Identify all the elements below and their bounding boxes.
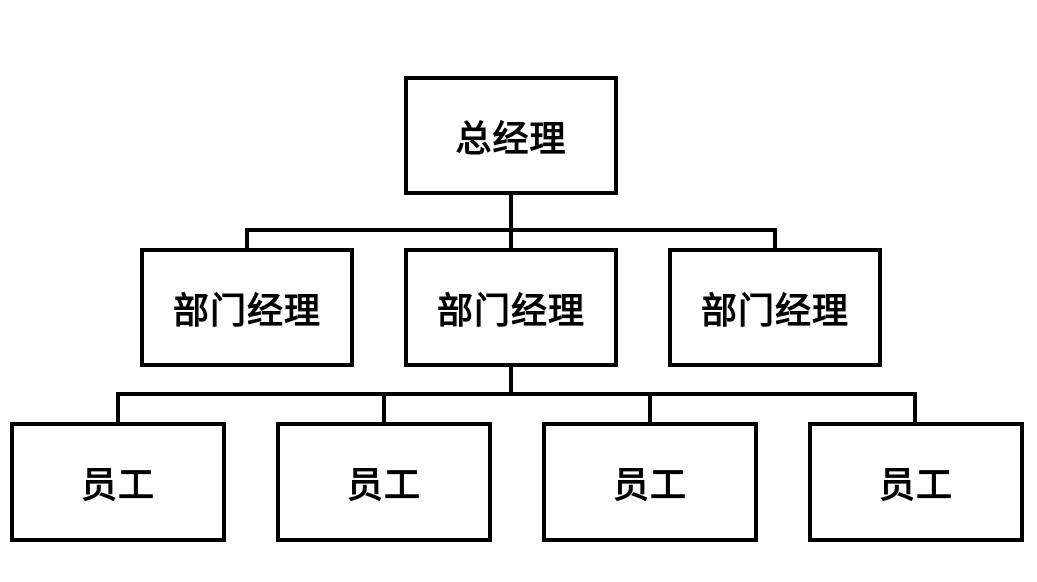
connector-manager-1 xyxy=(509,228,513,250)
employee-label: 员工 xyxy=(346,465,421,506)
connector-manager-2 xyxy=(773,228,777,250)
department-manager-label: 部门经理 xyxy=(436,290,585,332)
department-manager-label: 部门经理 xyxy=(700,290,849,332)
connector-employees-bus xyxy=(116,392,917,396)
general-manager-node: 总经理 xyxy=(404,76,618,195)
general-manager-label: 总经理 xyxy=(455,118,567,160)
employee-node: 员工 xyxy=(542,422,758,542)
employee-node: 员工 xyxy=(276,422,492,542)
employee-node: 员工 xyxy=(10,422,226,542)
connector-gm-down xyxy=(509,193,513,230)
connector-employee-2 xyxy=(648,392,652,424)
department-manager-node: 部门经理 xyxy=(404,248,618,367)
connector-manager-down xyxy=(509,365,513,396)
employee-label: 员工 xyxy=(612,465,687,506)
employee-label: 员工 xyxy=(80,465,155,506)
employee-node: 员工 xyxy=(808,422,1024,542)
connector-manager-0 xyxy=(245,228,249,250)
connector-employee-1 xyxy=(382,392,386,424)
connector-employee-3 xyxy=(913,392,917,424)
connector-employee-0 xyxy=(116,392,120,424)
department-manager-node: 部门经理 xyxy=(140,248,354,367)
department-manager-node: 部门经理 xyxy=(668,248,882,367)
employee-label: 员工 xyxy=(878,465,953,506)
department-manager-label: 部门经理 xyxy=(172,290,321,332)
